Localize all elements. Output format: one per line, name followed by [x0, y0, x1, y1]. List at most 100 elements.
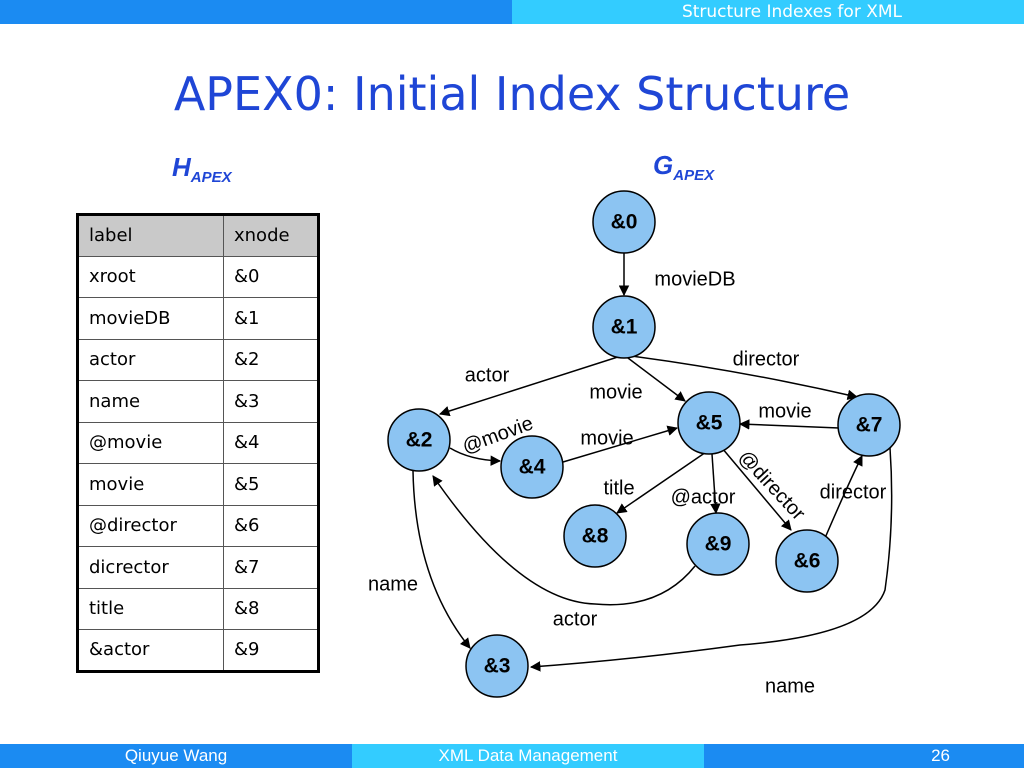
node-circle [775, 529, 839, 593]
column-header-label: label [77, 214, 224, 257]
graph-node: &3 [465, 634, 529, 698]
graph-node: &7 [837, 393, 901, 457]
edge-label: name [765, 675, 815, 697]
graph-edge: @actor [671, 453, 736, 515]
node-circle [677, 391, 741, 455]
graph-node: &2 [387, 408, 451, 472]
g-apex-heading: GAPEX [653, 150, 714, 191]
edge-arrow [721, 447, 792, 531]
table-header-row: label xnode [77, 214, 319, 257]
edge-arrow [432, 475, 696, 606]
node-circle [500, 435, 564, 499]
graph-edge: director [623, 348, 859, 400]
xnode-cell: &2 [223, 338, 319, 381]
label-cell: dicrector [77, 546, 224, 589]
label-cell: &actor [77, 629, 224, 672]
footer-page-number: 26 [704, 744, 1024, 768]
graph-edge: movie [589, 354, 686, 403]
node-layer: &0&1&2&3&4&5&6&7&8&9 [387, 190, 901, 698]
graph-edge: actor [432, 475, 696, 630]
table-row: dicrector&7 [77, 546, 319, 589]
table-row: @movie&4 [77, 421, 319, 464]
footer-course: XML Data Management [352, 744, 704, 768]
table-row: xroot&0 [77, 255, 319, 298]
edge-arrow [449, 447, 502, 466]
node-label: &6 [794, 550, 821, 573]
label-cell: xroot [77, 255, 224, 298]
graph-node: &4 [500, 435, 564, 499]
g-apex-letter: G [653, 150, 674, 180]
xnode-cell: &3 [223, 380, 319, 423]
node-label: &0 [611, 211, 638, 234]
edge-label: actor [465, 364, 510, 386]
edge-label: @director [734, 446, 810, 525]
edge-label: movie [580, 427, 633, 449]
graph-edge: director [820, 455, 887, 539]
edge-label: director [733, 348, 800, 370]
section-title: Structure Indexes for XML [681, 2, 902, 22]
edge-arrow [623, 354, 859, 400]
xnode-cell: &9 [223, 629, 319, 672]
graph-node: &9 [686, 512, 750, 576]
edge-arrow [824, 455, 863, 539]
node-label: &7 [856, 414, 883, 437]
node-circle [592, 190, 656, 254]
table-row: title&8 [77, 587, 319, 630]
label-cell: @movie [77, 421, 224, 464]
edge-label: actor [553, 608, 598, 630]
node-label: &4 [519, 456, 546, 479]
h-apex-table: label xnode xroot&0 movieDB&1 actor&2 na… [76, 213, 320, 673]
xnode-cell: &1 [223, 297, 319, 340]
graph-node: &6 [775, 529, 839, 593]
graph-edge: name [529, 447, 893, 697]
edge-label: director [820, 481, 887, 503]
edge-arrow [623, 354, 686, 402]
h-apex-subscript: APEX [190, 169, 232, 186]
node-circle [387, 408, 451, 472]
graph-node: &0 [592, 190, 656, 254]
node-circle [686, 512, 750, 576]
edge-arrow [710, 453, 721, 515]
footer: Qiuyue Wang XML Data Management 26 [0, 744, 1024, 768]
label-cell: actor [77, 338, 224, 381]
edge-arrow [738, 419, 840, 430]
graph-edge: movie [562, 425, 679, 463]
graph-edge: movie [738, 400, 840, 430]
graph-node: &8 [563, 504, 627, 568]
xnode-cell: &7 [223, 546, 319, 589]
node-label: &1 [611, 316, 638, 339]
table-row: &actor&9 [77, 629, 319, 672]
xnode-cell: &5 [223, 463, 319, 506]
graph-node: &1 [592, 295, 656, 359]
node-circle [465, 634, 529, 698]
node-label: &2 [406, 429, 433, 452]
edge-arrow [529, 447, 893, 672]
edge-label: movie [758, 400, 811, 422]
graph-edge: name [368, 470, 471, 649]
edge-label: movieDB [654, 268, 735, 290]
label-cell: name [77, 380, 224, 423]
xnode-cell: &0 [223, 255, 319, 298]
h-apex-heading: HAPEX [172, 152, 232, 193]
top-bar-right-segment [512, 0, 1024, 24]
top-bar: Structure Indexes for XML [0, 0, 1024, 24]
table-row: movieDB&1 [77, 297, 319, 340]
edge-arrow [412, 470, 471, 649]
edge-label: @actor [671, 486, 736, 508]
graph-edge: movieDB [618, 253, 736, 297]
table-row: actor&2 [77, 338, 319, 381]
footer-author: Qiuyue Wang [0, 744, 352, 768]
graph-edge: actor [439, 354, 625, 417]
graph-edge: title [603, 449, 710, 514]
column-header-xnode: xnode [223, 214, 319, 257]
table-row: movie&5 [77, 463, 319, 506]
edge-label: title [603, 477, 634, 499]
node-label: &5 [696, 412, 723, 435]
table-row: name&3 [77, 380, 319, 423]
node-circle [837, 393, 901, 457]
xnode-cell: &4 [223, 421, 319, 464]
edge-arrow [439, 354, 625, 417]
g-apex-subscript: APEX [673, 167, 715, 184]
node-circle [592, 295, 656, 359]
